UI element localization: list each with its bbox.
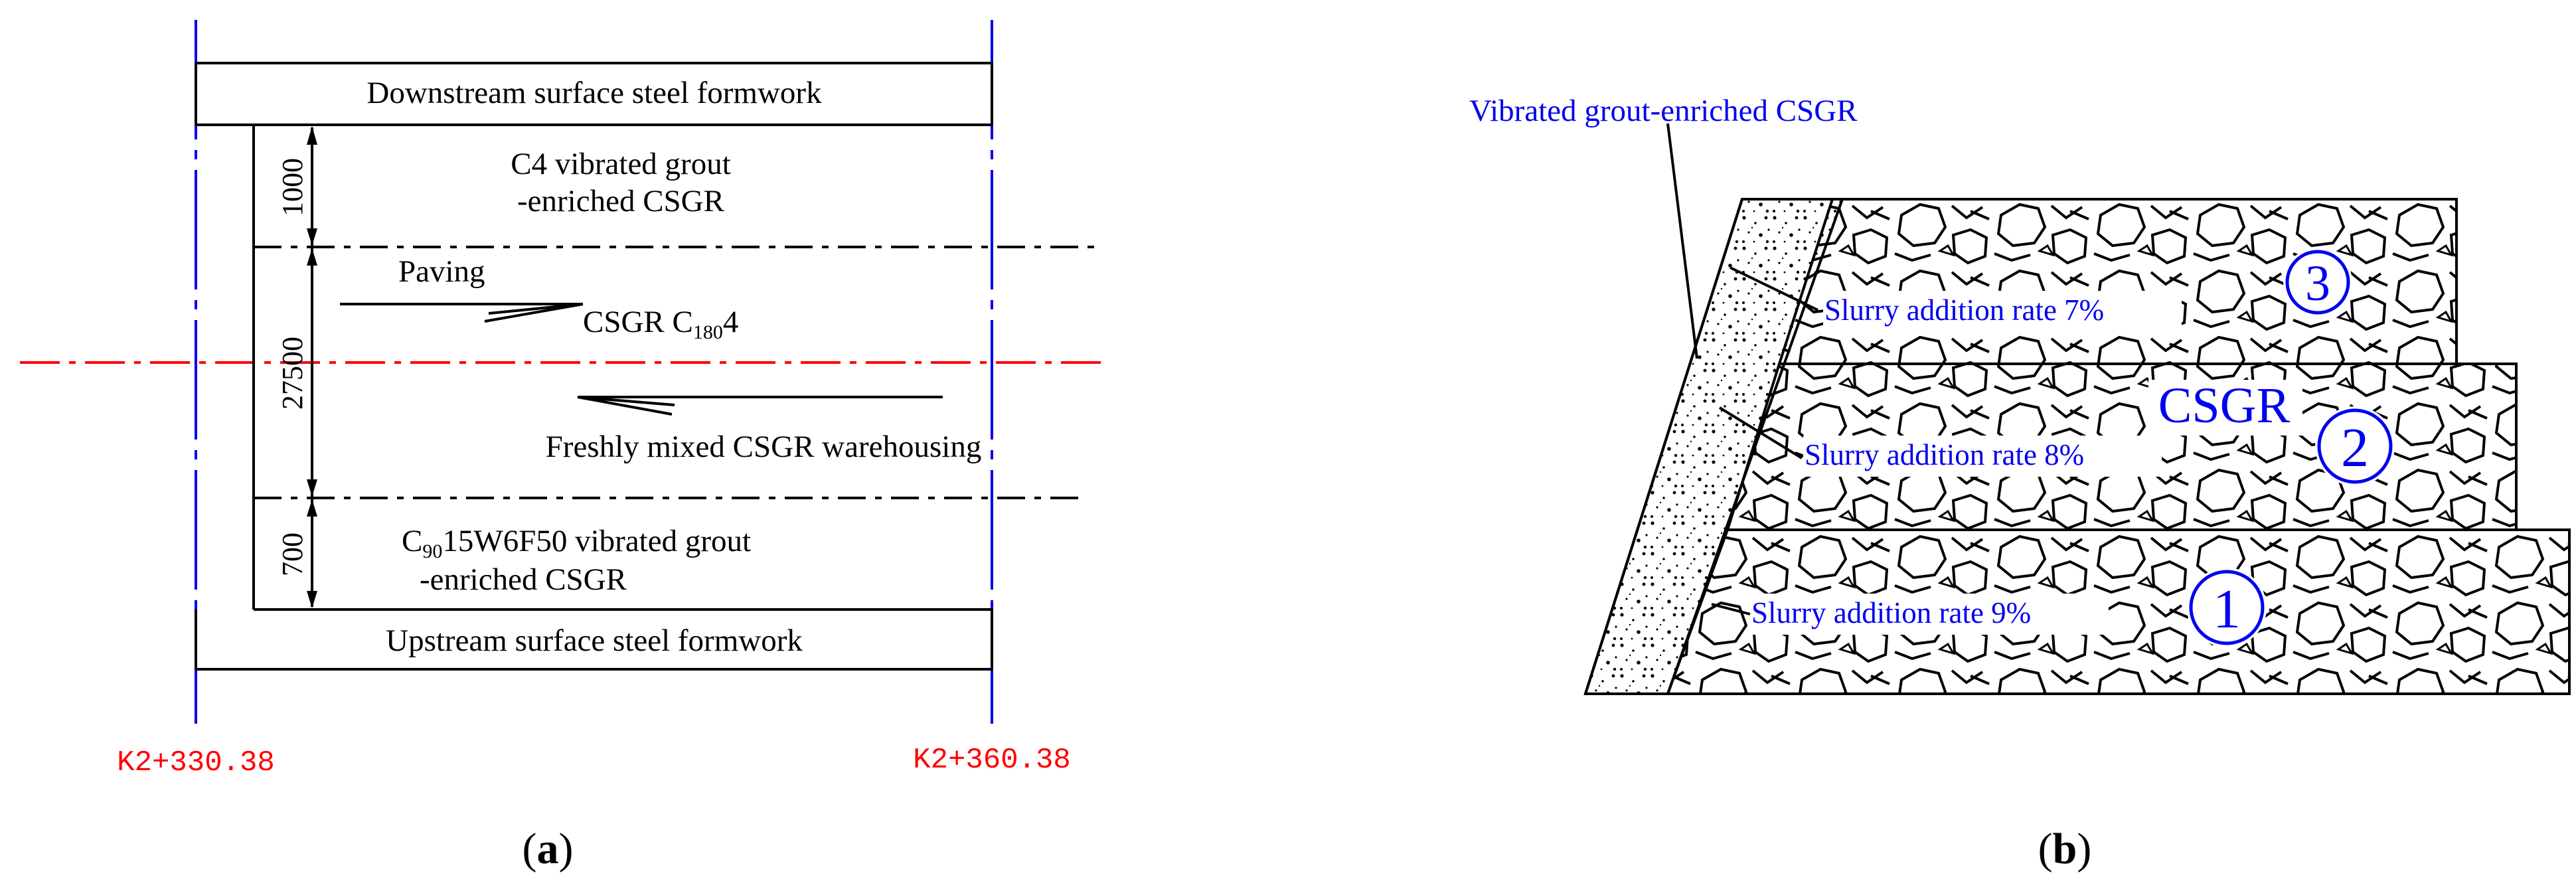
panel-b-caption: (b) (2038, 825, 2092, 873)
dimension-middle: 27500 (276, 337, 309, 410)
dimension-top: 1000 (276, 158, 309, 216)
layer-3-block (1777, 198, 2458, 365)
upstream-formwork-outline (195, 608, 993, 671)
panel-a: 1000 27500 700 Downstream surface steel … (20, 20, 1102, 873)
paving-label: Paving (398, 254, 485, 289)
c4-zone-label-line1: C4 vibrated grout (511, 147, 731, 181)
layer-1-rate: Slurry addition rate 9% (1751, 596, 2031, 629)
c90-zone-label-line1: C9015W6F50 vibrated grout (402, 524, 751, 562)
csgr-c180-label: CSGR C1804 (583, 305, 738, 343)
panel-a-caption: (a) (523, 825, 574, 873)
vibrated-grout-title: Vibrated grout-enriched CSGR (1469, 94, 1858, 128)
layer-1-number-circle (2189, 570, 2265, 645)
panel-b: Vibrated grout-enriched CSGR Slurry addi… (1469, 94, 2571, 873)
layer-1-block (1666, 528, 2571, 695)
downstream-formwork-label: Downstream surface steel formwork (366, 76, 822, 110)
csgr-label: CSGR (2158, 378, 2291, 434)
layer-3-number: 3 (2305, 256, 2330, 311)
station-label-right: K2+360.38 (913, 744, 1071, 777)
layer-3-rate: Slurry addition rate 7% (1824, 293, 2104, 327)
upstream-formwork-label: Upstream surface steel formwork (386, 623, 803, 658)
layer-2-number: 2 (2341, 417, 2369, 479)
c4-zone-label-line2: -enriched CSGR (517, 184, 725, 218)
downstream-formwork-outline (195, 62, 993, 126)
fresh-csgr-warehousing-label: Freshly mixed CSGR warehousing (546, 430, 982, 464)
layer-2-number-circle (2317, 408, 2393, 484)
layer-2-rate: Slurry addition rate 8% (1805, 438, 2084, 471)
layer-3-number-circle (2285, 250, 2350, 315)
dimension-bottom: 700 (276, 532, 309, 576)
title-leader-line (1666, 123, 1698, 359)
c90-zone-label-line2: -enriched CSGR (420, 562, 627, 597)
station-label-left: K2+330.38 (117, 746, 275, 779)
layer-1-number: 1 (2213, 578, 2241, 640)
